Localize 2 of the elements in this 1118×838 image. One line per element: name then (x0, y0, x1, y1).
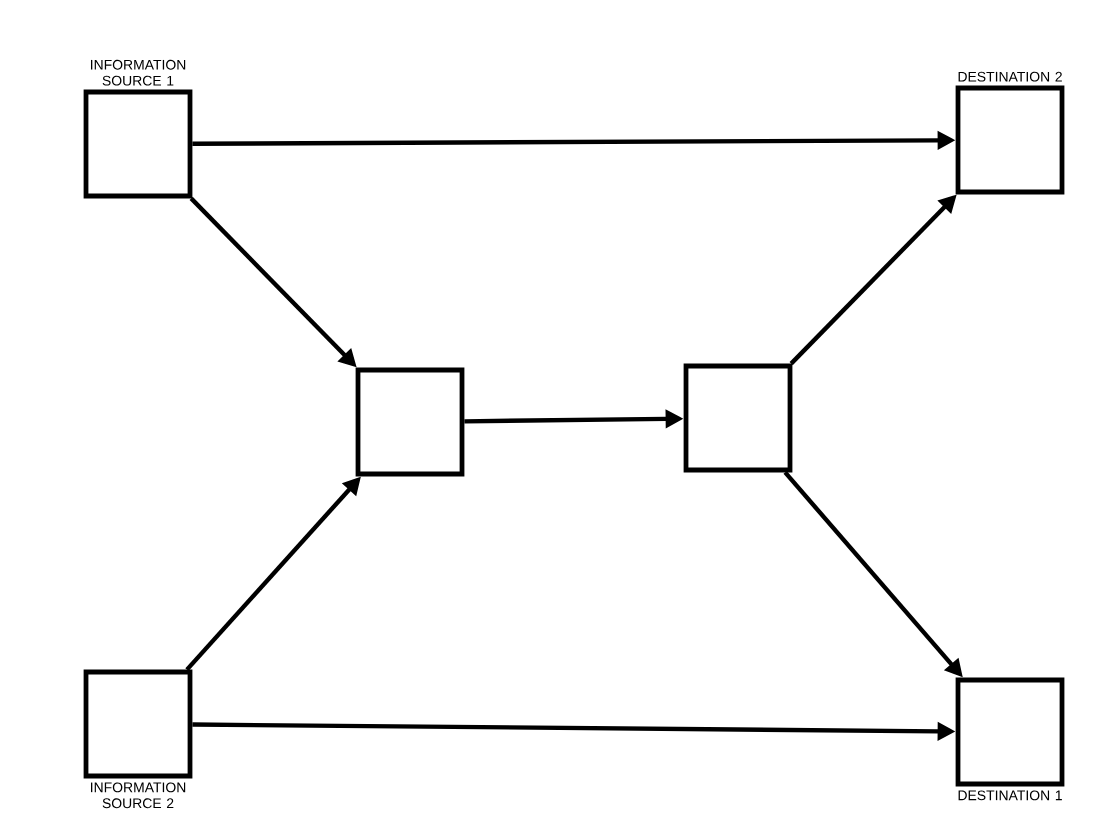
process-box (683, 363, 793, 473)
process-box (355, 367, 465, 477)
